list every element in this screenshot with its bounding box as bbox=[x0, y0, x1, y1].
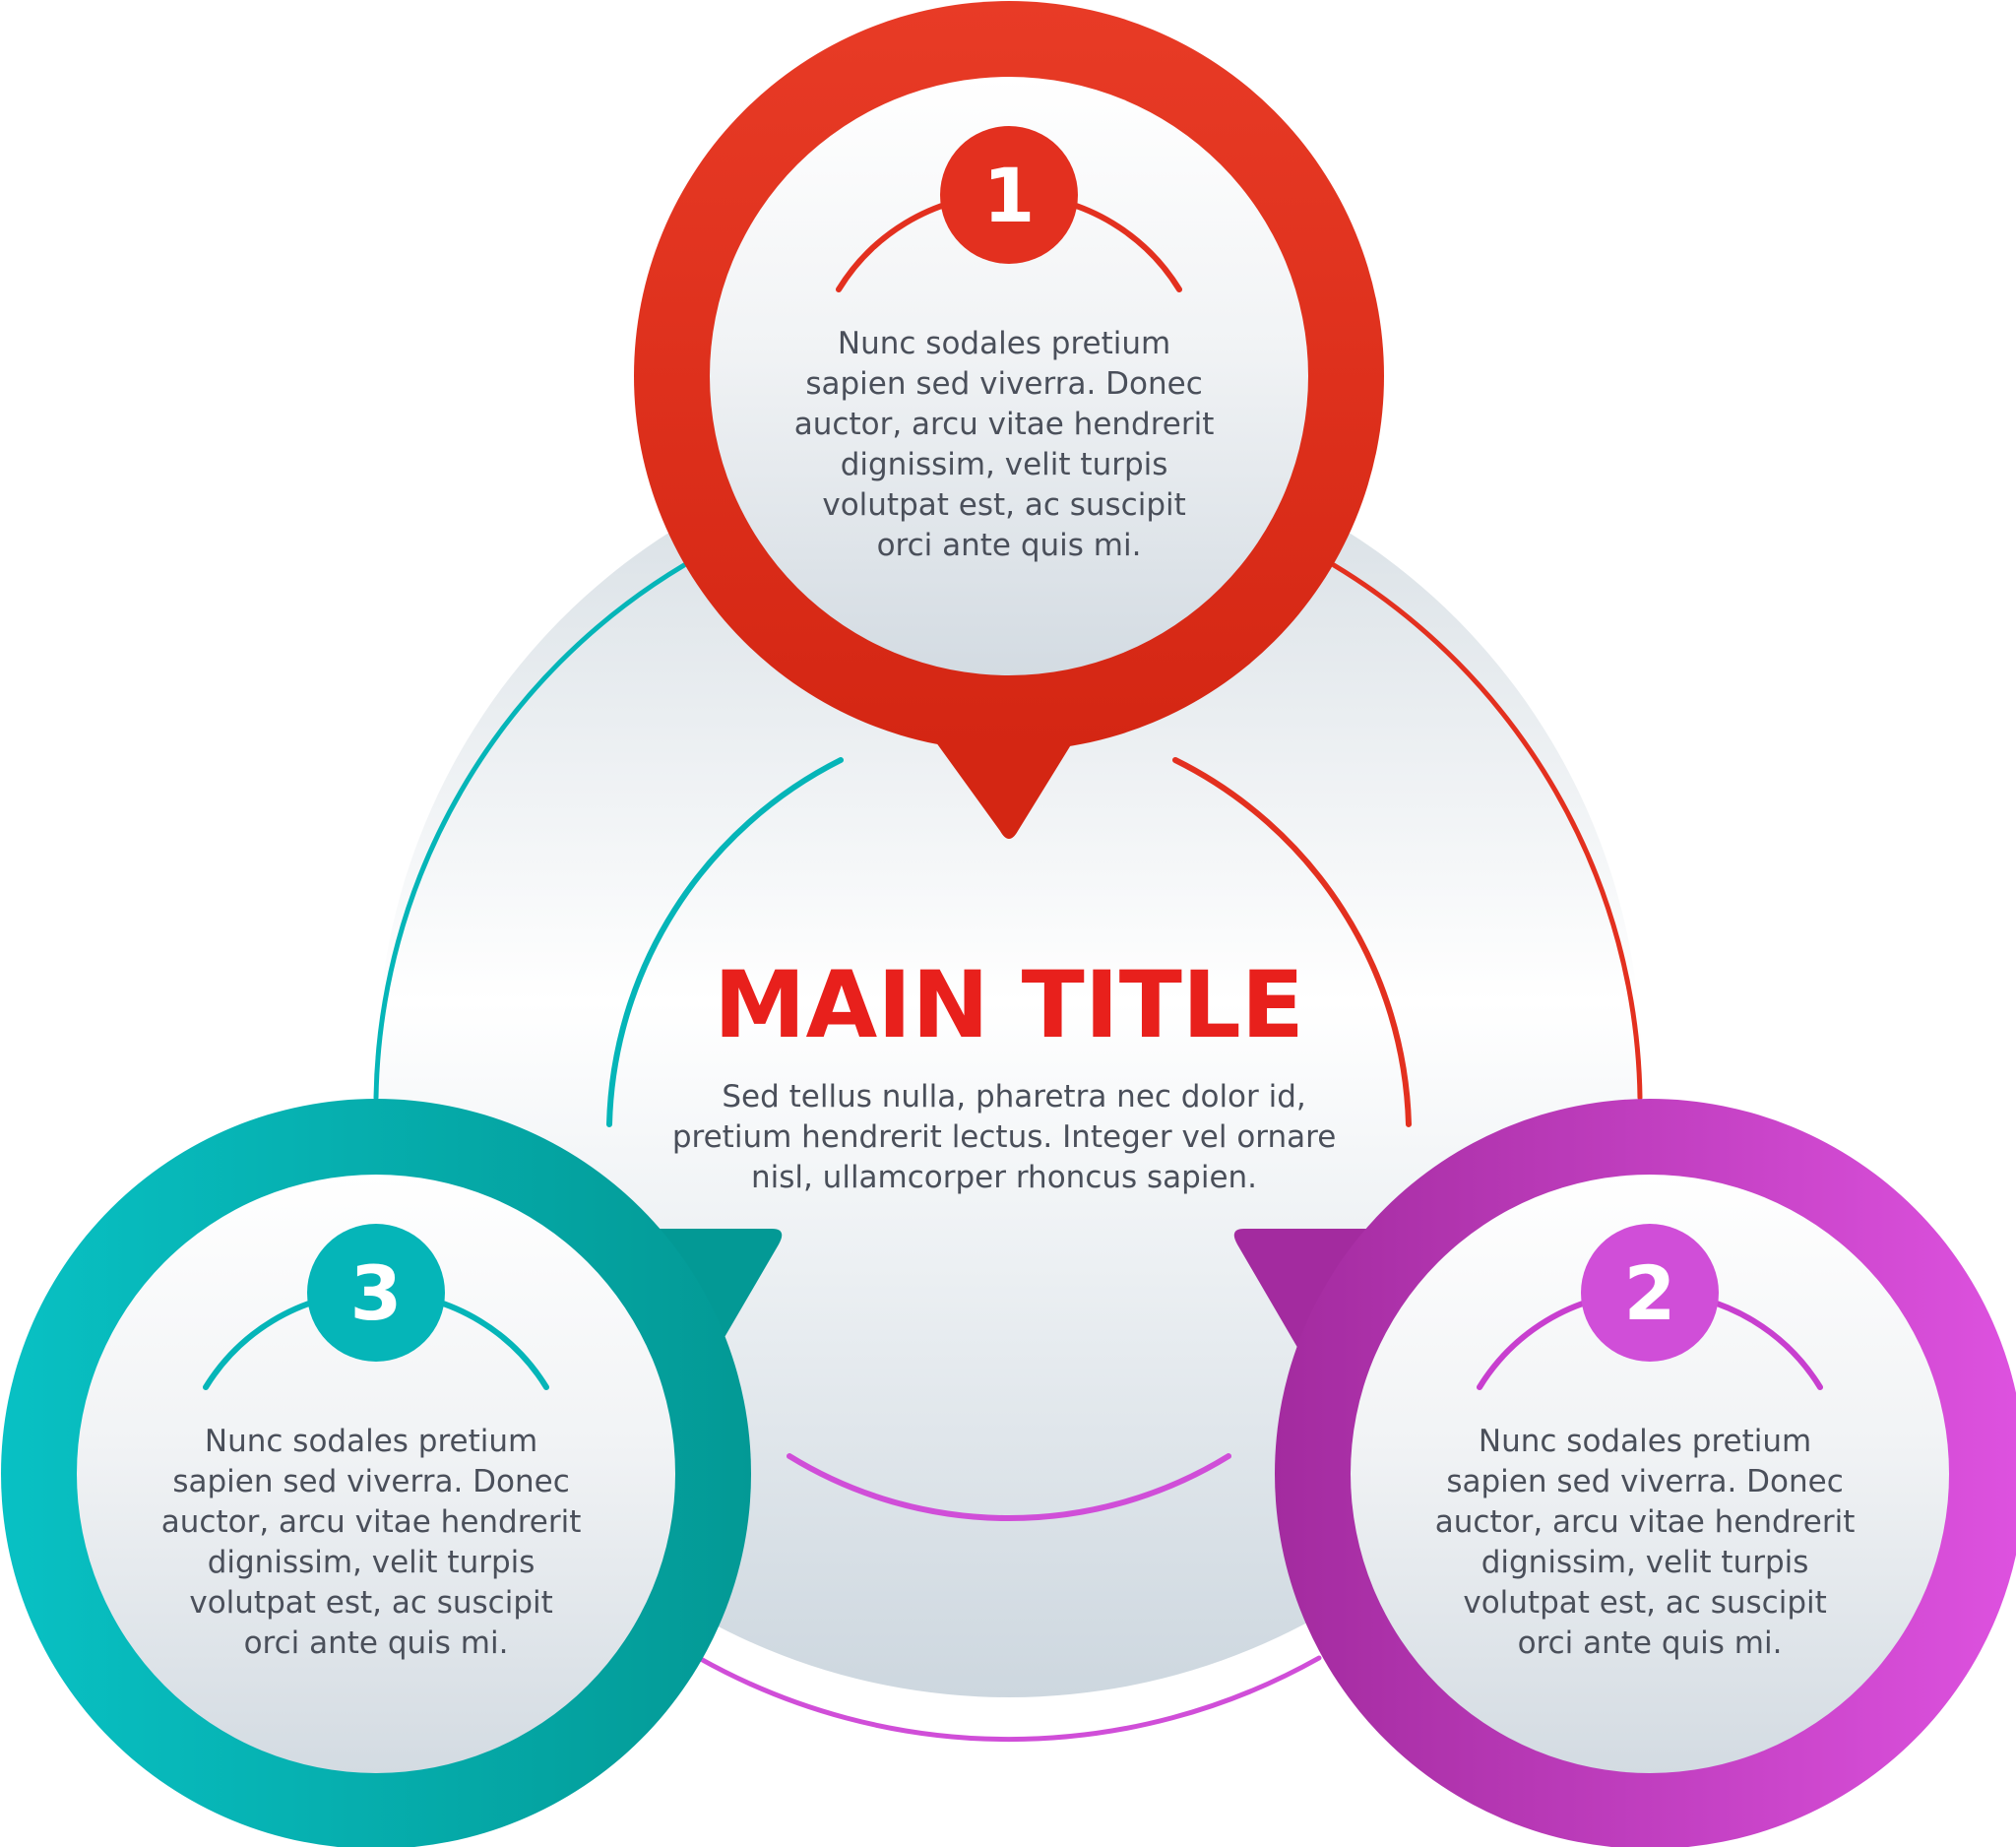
number-3: 3 bbox=[350, 1249, 403, 1337]
inner-arc-red bbox=[1172, 757, 1412, 1127]
inner-arc-teal bbox=[606, 757, 844, 1127]
number-badge-teal bbox=[307, 1224, 445, 1362]
inner-arc-magenta bbox=[787, 1453, 1231, 1522]
number-2: 2 bbox=[1624, 1249, 1676, 1337]
marker-pointer-red bbox=[933, 738, 1075, 839]
number-1: 1 bbox=[983, 152, 1036, 239]
item-2-text: Nunc sodales pretium sapien sed viverra.… bbox=[1435, 1424, 1864, 1661]
marker-inner-red bbox=[710, 77, 1308, 675]
outer-arc-red bbox=[1331, 562, 1643, 1101]
item-1-text: Nunc sodales pretium sapien sed viverra.… bbox=[794, 326, 1224, 563]
marker-inner-magenta bbox=[1351, 1175, 1949, 1773]
item-3-text: Nunc sodales pretium sapien sed viverra.… bbox=[161, 1424, 591, 1661]
number-badge-magenta bbox=[1581, 1224, 1719, 1362]
outer-arc-teal bbox=[373, 562, 687, 1101]
number-badge-red bbox=[940, 126, 1078, 264]
marker-inner-teal bbox=[77, 1175, 675, 1773]
outer-arc-magenta bbox=[696, 1655, 1322, 1743]
main-description: Sed tellus nulla, pharetra nec dolor id,… bbox=[672, 1079, 1346, 1195]
main-title: MAIN TITLE bbox=[714, 952, 1304, 1059]
